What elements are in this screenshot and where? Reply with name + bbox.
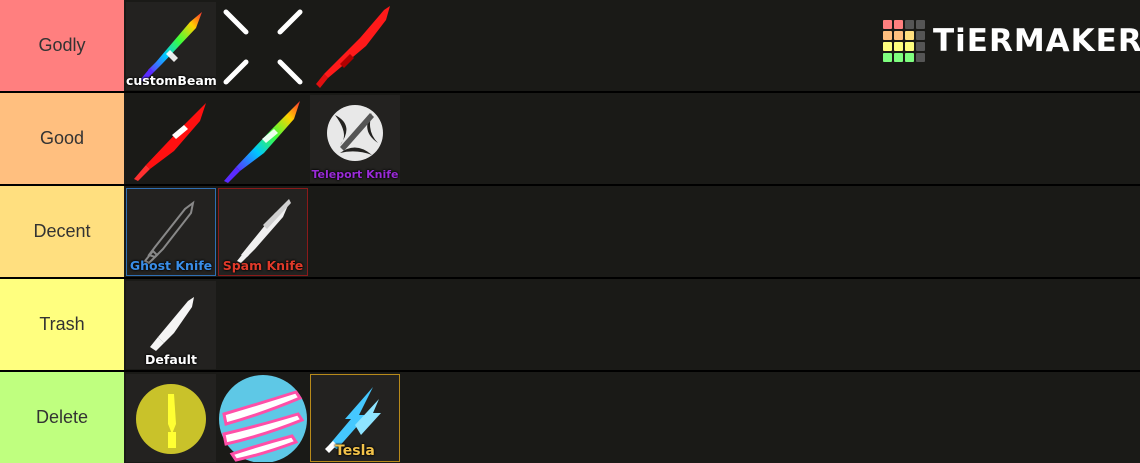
tier-items-delete[interactable]: Tesla [124,372,1140,463]
tier-items-godly[interactable]: customBeam [124,0,1140,91]
tier-item-x[interactable] [218,2,308,90]
tier-item-spam-knife[interactable]: Spam Knife [218,188,308,276]
tier-item-red-glow-knife[interactable] [126,95,216,183]
tier-items-decent[interactable]: Ghost Knife Spam Knife [124,186,1140,277]
tier-row-delete: Delete [0,372,1140,463]
tiermaker-logo[interactable]: TiERMAKER [883,20,1140,62]
yellow-circle-knife-icon [136,384,206,454]
tier-item-red-knife[interactable] [310,2,400,90]
tier-items-good[interactable]: Teleport Knife [124,93,1140,184]
tier-items-trash[interactable]: Default [124,279,1140,370]
item-caption: Default [145,352,197,367]
default-knife-icon [150,297,194,351]
ghost-knife-icon [143,200,195,265]
red-glow-knife-icon [134,103,206,181]
tier-label-godly[interactable]: Godly [0,0,124,91]
item-caption: Teleport Knife [311,168,399,181]
tesla-lightning-icon [325,387,381,453]
teleport-knife-icon [327,105,383,161]
logo-grid-icon [883,20,925,62]
tier-row-godly: Godly customBeam [0,0,1140,91]
tier-row-good: Good [0,93,1140,184]
tier-label-good[interactable]: Good [0,93,124,184]
tier-item-default[interactable]: Default [126,281,216,369]
tier-label-decent[interactable]: Decent [0,186,124,277]
tier-label-text: Decent [33,221,91,241]
tier-row-decent: Decent Ghost Knife Spam Knife [0,186,1140,277]
tier-item-tesla[interactable]: Tesla [310,374,400,462]
tier-item-yellow-knife[interactable] [126,374,216,462]
spam-knife-icon [237,199,291,263]
tier-label-text: Trash [39,314,85,334]
rainbow-beam-knife-icon [224,101,300,183]
tier-item-rainbow-knife[interactable] [218,95,308,183]
red-knife-icon [316,6,390,88]
item-caption: Ghost Knife [129,258,213,273]
tier-label-trash[interactable]: Trash [0,279,124,370]
tier-item-pink-knives[interactable] [218,374,308,462]
item-caption: Spam Knife [222,258,304,273]
tier-label-text: Delete [35,407,89,427]
tier-label-delete[interactable]: Delete [0,372,124,463]
tier-label-text: Godly [38,35,86,55]
tier-label-text: Good [39,128,85,148]
item-caption: customBeam [126,73,216,88]
item-caption: Tesla [335,443,375,459]
pink-knives-circle-icon [219,375,307,462]
tier-item-ghost-knife[interactable]: Ghost Knife [126,188,216,276]
tier-item-custombeam[interactable]: customBeam [126,2,216,90]
rainbow-beam-knife-icon [140,12,202,82]
close-x-icon [223,9,303,85]
logo-text: TiERMAKER [933,23,1140,59]
tier-row-trash: Trash Default [0,279,1140,370]
tier-item-teleport-knife[interactable]: Teleport Knife [310,95,400,183]
